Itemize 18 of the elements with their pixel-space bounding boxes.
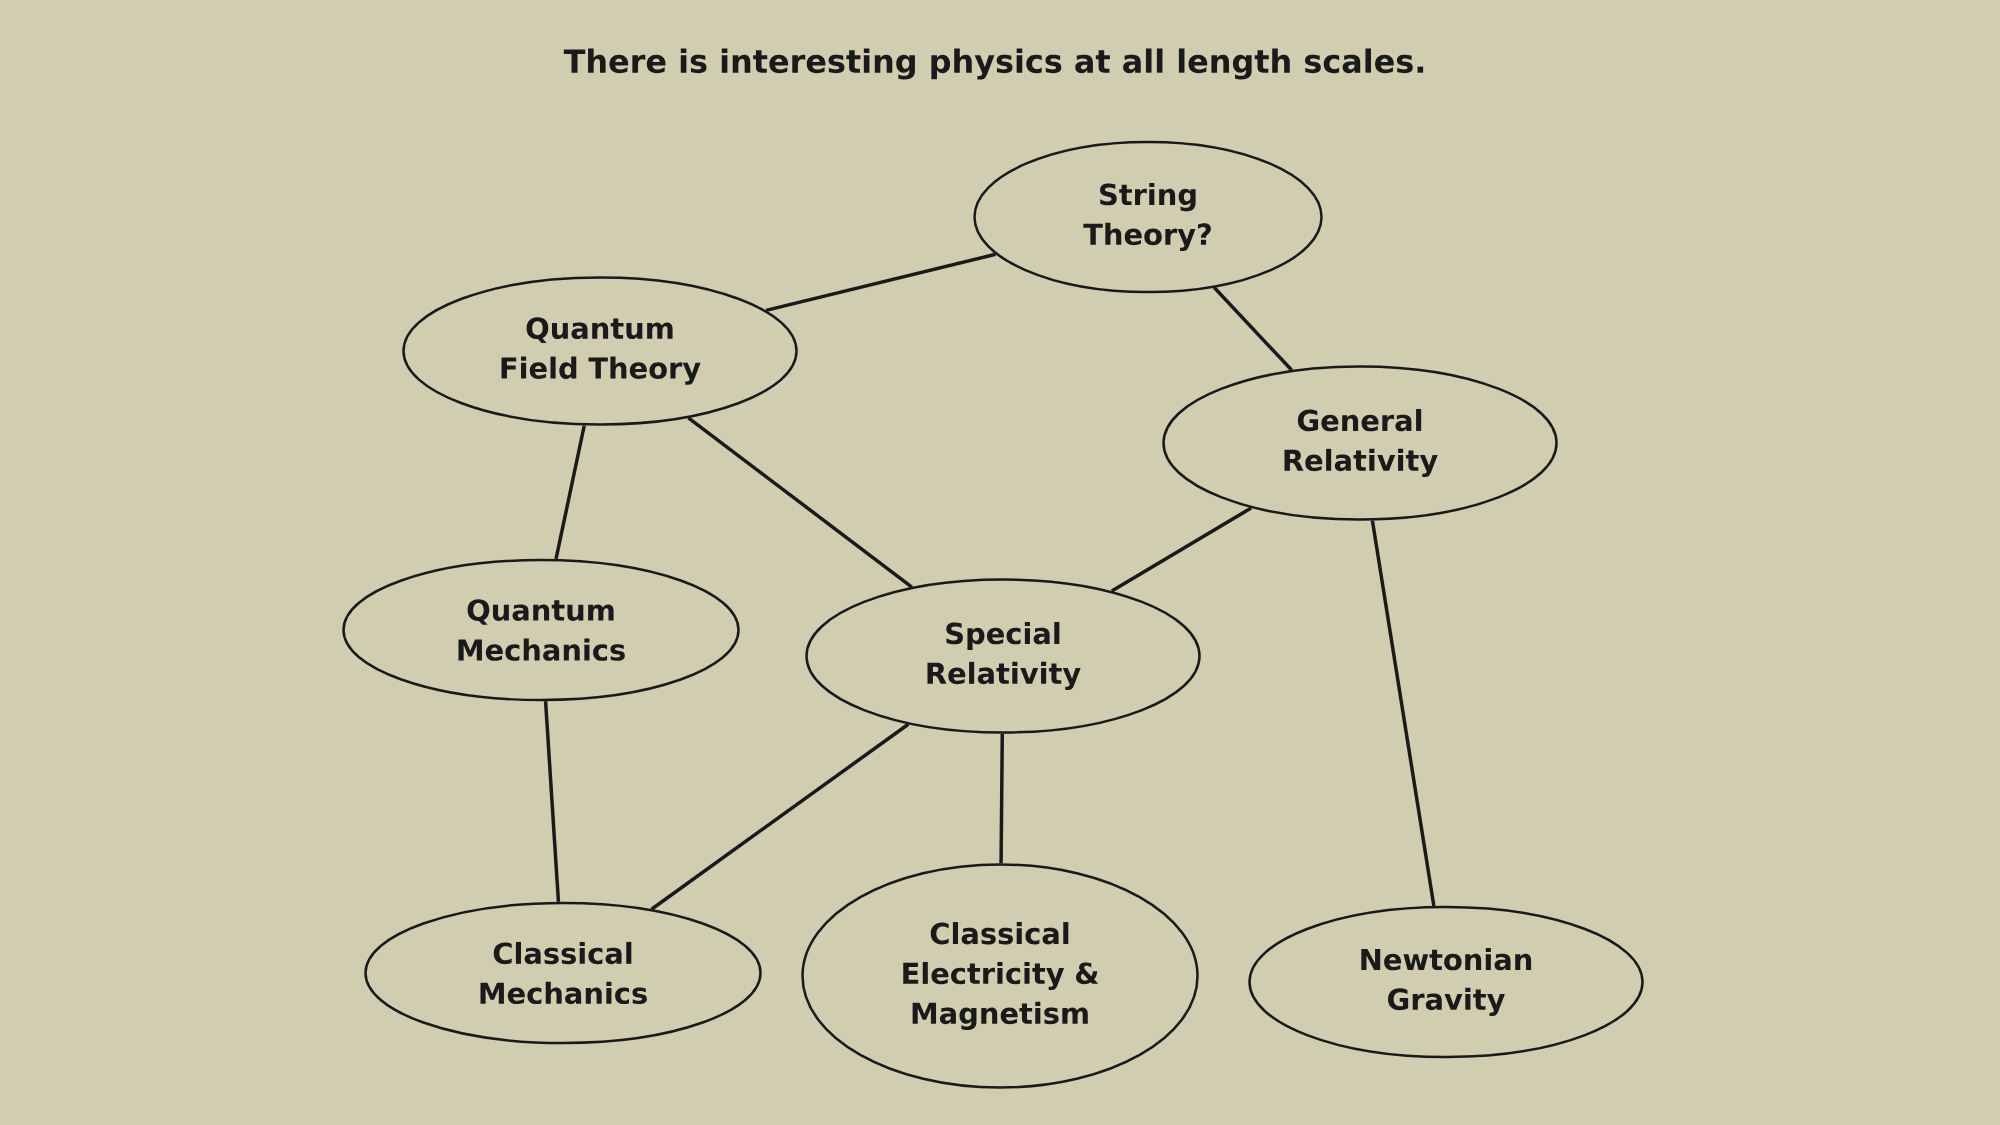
- connector-line: [765, 252, 996, 313]
- connector-line: [687, 416, 913, 589]
- ellipse-node: String Theory?: [973, 140, 1323, 294]
- ellipse-node: Quantum Mechanics: [342, 558, 740, 702]
- ellipse-node: General Relativity: [1162, 365, 1558, 521]
- connector-line: [543, 701, 561, 902]
- connector-line: [1110, 506, 1253, 593]
- title: There is interesting physics at all length scales.: [563, 48, 1424, 80]
- ellipse-node: Special Relativity: [805, 578, 1201, 734]
- connector-line: [554, 425, 586, 560]
- connector-line: [650, 722, 910, 911]
- connector-line: [999, 733, 1005, 864]
- connector-line: [1212, 286, 1293, 372]
- connector-line: [1370, 520, 1436, 907]
- ellipse-node: Newtonian Gravity: [1248, 905, 1644, 1059]
- ellipse-node: Quantum Field Theory: [402, 276, 798, 426]
- ellipse-node: Classical Electricity & Magnetism: [801, 863, 1199, 1089]
- ellipse-node: Classical Mechanics: [364, 901, 762, 1045]
